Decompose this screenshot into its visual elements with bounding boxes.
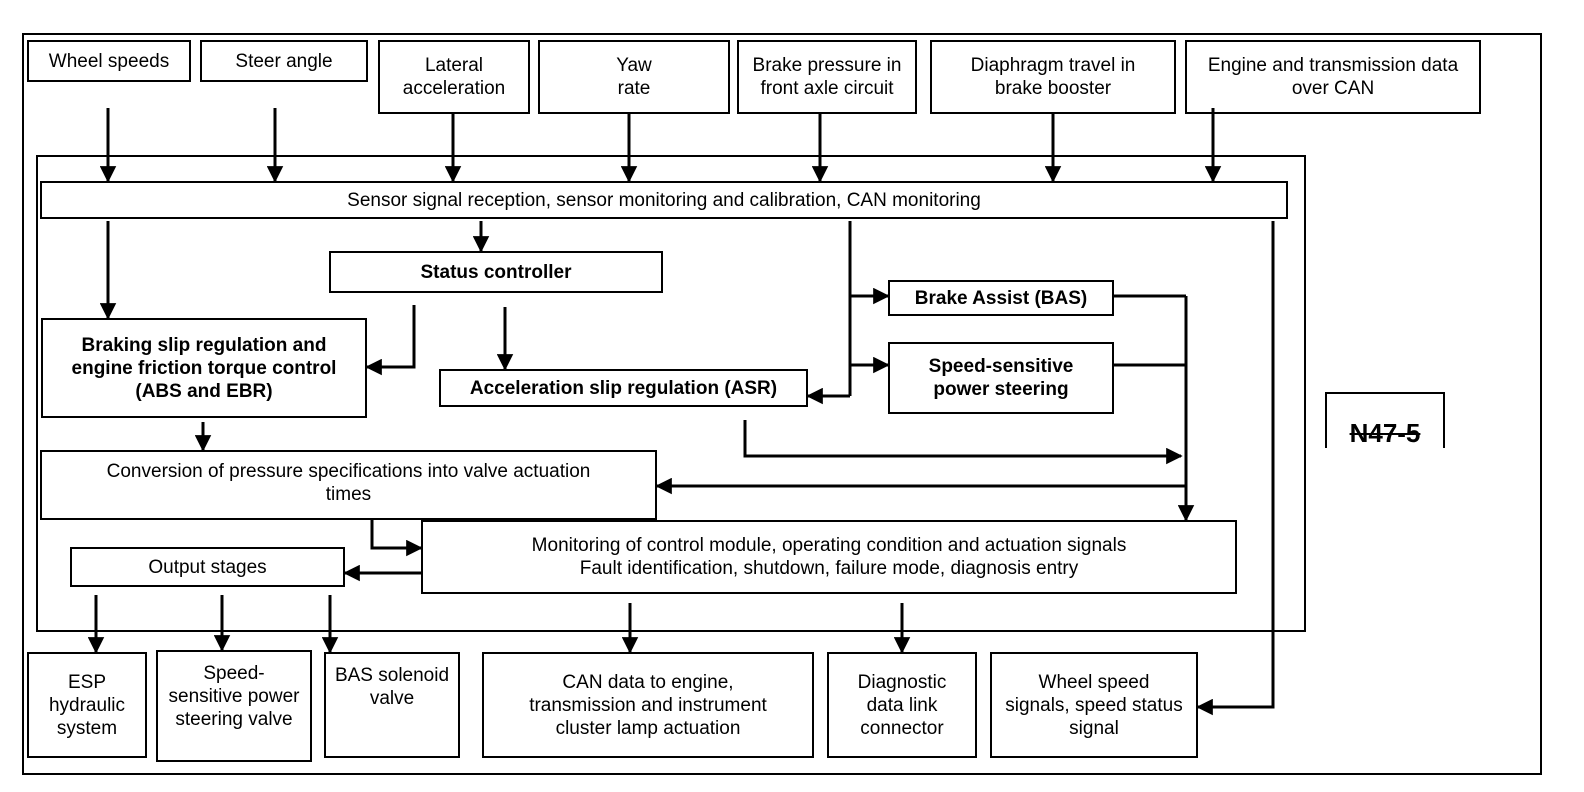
- arrow-status-to-abs: [365, 305, 416, 376]
- monitoring-block: Monitoring of control module, operating …: [421, 520, 1237, 594]
- control-unit-frame: [36, 155, 1306, 632]
- module-label: N47-5: [1349, 418, 1421, 448]
- input-engine-transmission-can: Engine and transmission data over CAN: [1185, 40, 1481, 114]
- output-steering-valve: Speed- sensitive power steering valve: [156, 650, 312, 762]
- acceleration-slip-regulation-block: Acceleration slip regulation (ASR): [439, 369, 808, 407]
- input-diaphragm-travel: Diaphragm travel in brake booster: [930, 40, 1176, 114]
- arrow-to-wheel-speed-signals: [1196, 221, 1275, 716]
- input-wheel-speeds: Wheel speeds: [27, 40, 191, 82]
- output-stages-block: Output stages: [70, 547, 345, 587]
- input-steer-angle: Steer angle: [200, 40, 368, 82]
- output-can-data: CAN data to engine, transmission and ins…: [482, 652, 814, 758]
- arrow-asr-out: [743, 420, 1183, 465]
- input-yaw-rate: Yaw rate: [538, 40, 730, 114]
- module-label-box: [1325, 392, 1445, 448]
- input-brake-pressure: Brake pressure in front axle circuit: [737, 40, 917, 114]
- output-wheel-speed-signals: Wheel speed signals, speed status signal: [990, 652, 1198, 758]
- input-lateral-acceleration: Lateral acceleration: [378, 40, 530, 114]
- arrow-conversion-to-monitoring: [370, 520, 423, 557]
- status-controller-block: Status controller: [329, 251, 663, 293]
- braking-slip-regulation-block: Braking slip regulation and engine frict…: [41, 318, 367, 418]
- brake-assist-block: Brake Assist (BAS): [888, 280, 1114, 316]
- figure-border: [22, 33, 1542, 775]
- sensor-reception-block: Sensor signal reception, sensor monitori…: [40, 181, 1288, 219]
- output-bas-solenoid: BAS solenoid valve: [324, 652, 460, 758]
- output-esp-hydraulic: ESP hydraulic system: [27, 652, 147, 758]
- speed-sensitive-power-steering-block: Speed-sensitive power steering: [888, 342, 1114, 414]
- conversion-block: Conversion of pressure specifications in…: [40, 450, 657, 520]
